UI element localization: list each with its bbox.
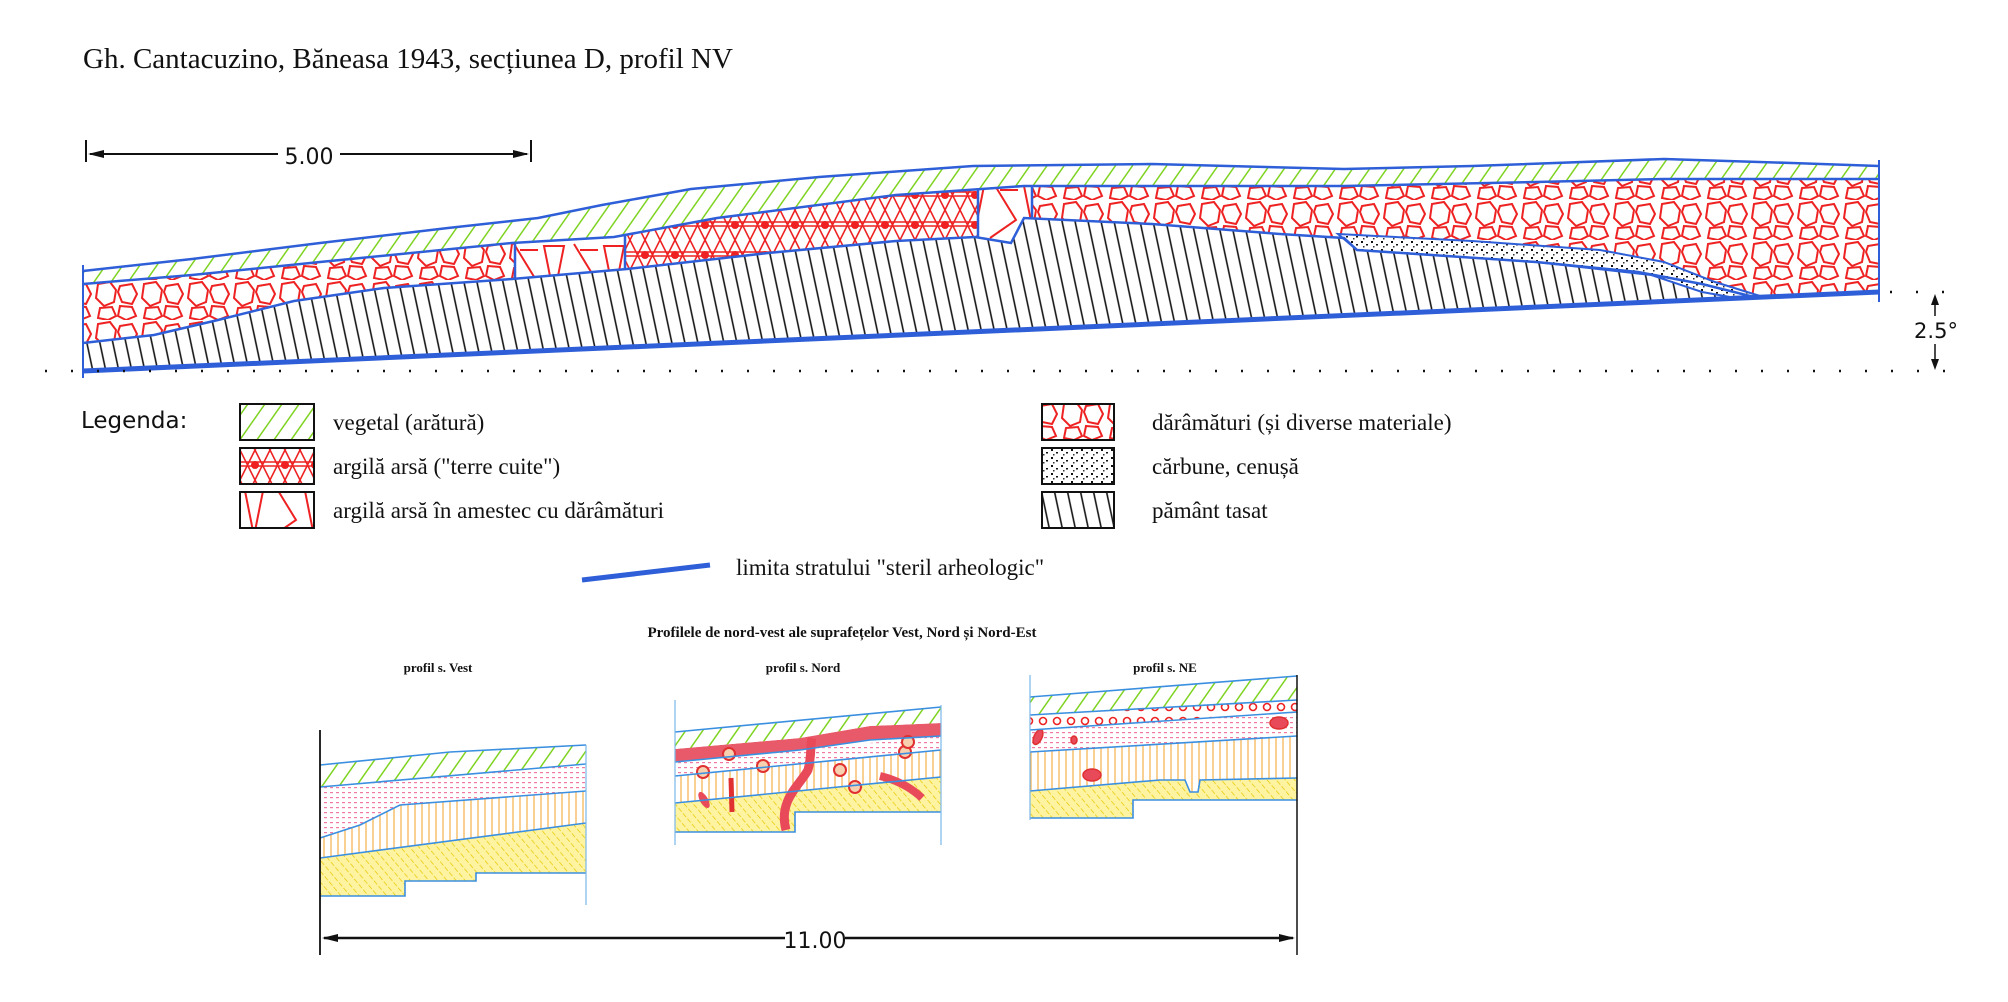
- svg-text:argilă arsă în amestec cu dărâ: argilă arsă în amestec cu dărâmături: [333, 498, 664, 523]
- svg-text:vegetal (arătură): vegetal (arătură): [333, 410, 484, 435]
- legend-item-pamant-tasat: pământ tasat: [1041, 491, 1268, 529]
- angle-label: 2.5°: [1914, 319, 1958, 343]
- legend-heading: Legenda:: [81, 408, 187, 434]
- scale-bar-5m: 5.00: [85, 140, 532, 170]
- legend-item-daramaturi: dărâmături (și diverse materiale): [1041, 403, 1452, 441]
- layer-vegetal: [83, 159, 1879, 284]
- profile-ne-label: profil s. NE: [1133, 660, 1197, 675]
- legend-item-vegetal: vegetal (arătură): [239, 403, 484, 441]
- svg-text:dărâmături (și diverse materia: dărâmături (și diverse materiale): [1152, 410, 1452, 435]
- profile-nord-label: profil s. Nord: [766, 660, 841, 675]
- legend-item-carbune: cărbune, cenușă: [1041, 447, 1299, 485]
- legend-item-steril-line: limita stratului "steril arheologic": [581, 555, 1044, 583]
- sub-profiles-title: Profilele de nord-vest ale suprafețelor …: [648, 625, 1037, 641]
- scale-label-11m: 11.00: [784, 929, 847, 954]
- legend-item-argila-amestec: argilă arsă în amestec cu dărâmături: [239, 491, 664, 529]
- profile-ne: profil s. NE: [1029, 660, 1298, 955]
- svg-text:argilă arsă ("terre cuite"): argilă arsă ("terre cuite"): [333, 454, 560, 479]
- scale-label: 5.00: [285, 145, 334, 170]
- svg-text:pământ tasat: pământ tasat: [1152, 498, 1268, 523]
- main-profile: 2.5°: [45, 157, 1958, 378]
- profile-nord: profil s. Nord: [674, 660, 942, 845]
- profile-vest: profil s. Vest: [319, 660, 587, 905]
- scale-bar-11m: 11.00: [319, 730, 1295, 955]
- svg-text:cărbune, cenușă: cărbune, cenușă: [1152, 454, 1299, 479]
- page-title: Gh. Cantacuzino, Băneasa 1943, secțiunea…: [83, 43, 733, 75]
- profile-vest-label: profil s. Vest: [404, 660, 473, 675]
- angle-indicator: 2.5°: [1914, 294, 1958, 370]
- layer-pamant-tasat: [83, 218, 1879, 371]
- legend: Legenda: vegetal (arătură) argilă arsă (…: [81, 403, 1452, 583]
- svg-text:limita stratului "steril arheo: limita stratului "steril arheologic": [736, 555, 1044, 580]
- steril-boundary-line: [82, 289, 1880, 374]
- legend-item-terre-cuite: argilă arsă ("terre cuite"): [239, 447, 560, 485]
